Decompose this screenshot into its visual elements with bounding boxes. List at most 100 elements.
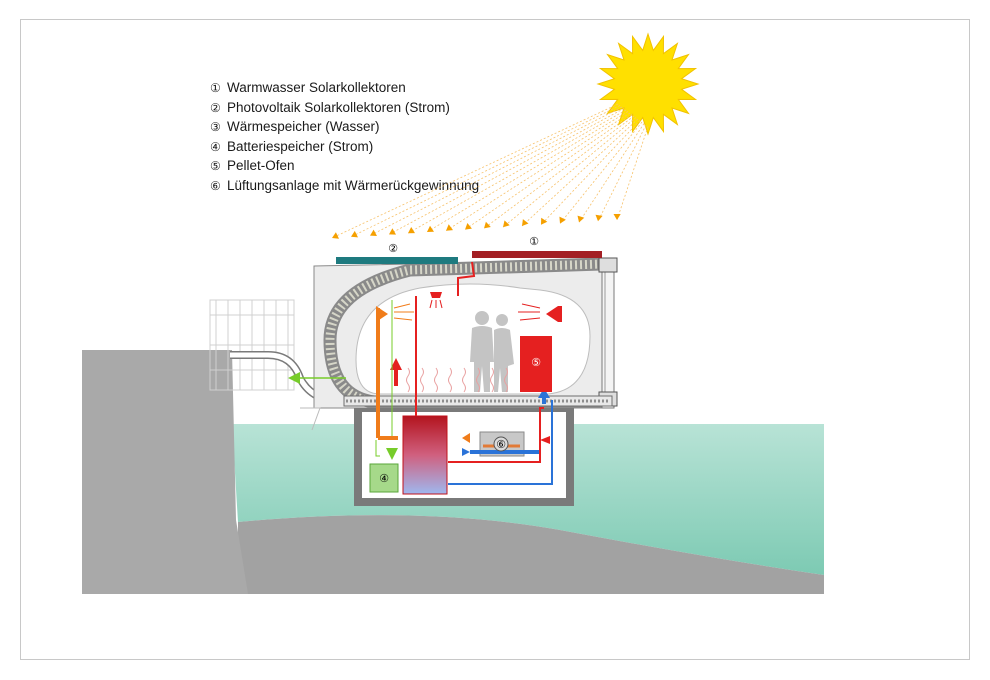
heating-return-pipe <box>448 400 553 485</box>
sunbeam-arrowhead <box>522 219 529 226</box>
sunbeam <box>350 105 621 238</box>
sunbeams <box>331 103 649 239</box>
legend-label: Batteriespeicher (Strom) <box>227 138 374 154</box>
solar-circuit-pipe <box>457 261 476 296</box>
sunbeam <box>502 117 637 228</box>
sunbeam <box>426 111 629 233</box>
heat-storage-tank <box>402 415 448 495</box>
battery-marker: ④ <box>379 472 389 485</box>
warm-air-right-arrows <box>518 303 541 321</box>
sunbeam <box>407 109 627 234</box>
sunbeam <box>521 118 639 227</box>
heating-supply-pipe <box>448 407 544 463</box>
sunbeam <box>540 120 641 226</box>
air-outlet-right-icon <box>546 306 558 322</box>
heat-wave <box>448 367 452 393</box>
legend-marker: ③ <box>210 120 221 134</box>
legend-marker: ④ <box>210 139 221 154</box>
legend-label: Pellet-Ofen <box>227 158 295 173</box>
battery-storage <box>369 463 399 493</box>
sunbeam-arrowhead <box>332 232 339 239</box>
sunbeam-arrowhead <box>408 227 415 234</box>
sunbeam-arrowhead <box>559 216 566 224</box>
sunbeam-arrowhead <box>484 221 491 229</box>
legend-label: Photovoltaik Solarkollektoren (Strom) <box>227 99 450 115</box>
legend-item: ⑤ Pellet-Ofen <box>210 156 479 176</box>
glass-facade <box>601 261 615 409</box>
sunbeam <box>445 112 631 232</box>
photovoltaic-marker: ② <box>388 242 398 255</box>
legend-marker: ① <box>210 81 221 95</box>
sunbeam-arrowhead <box>351 230 358 238</box>
sunbeam-arrowhead <box>613 214 621 220</box>
sun-icon <box>596 32 700 136</box>
legend-marker: ⑤ <box>210 159 221 173</box>
shore-wall <box>82 350 248 594</box>
sunbeam <box>616 126 649 221</box>
air-outlet-left-icon <box>376 306 388 322</box>
people-silhouette <box>470 311 514 392</box>
exhaust-air-arrow <box>462 448 470 456</box>
photovoltaic-panel <box>336 257 458 264</box>
shower-spray <box>429 299 443 309</box>
pellet-stove-marker: ⑤ <box>531 356 541 369</box>
legend-label: Lüftungsanlage mit Wärmerückgewinnung <box>227 177 480 193</box>
sunbeam <box>369 106 623 236</box>
diagram-frame <box>20 19 970 660</box>
legend-marker: ② <box>210 100 221 115</box>
supply-air-arrow <box>462 433 470 443</box>
legend-item: ② Photovoltaik Solarkollektoren (Strom) <box>210 98 479 118</box>
jetty-railing <box>209 299 295 391</box>
ventilation-fan-icon <box>493 436 509 452</box>
sunbeam <box>388 108 625 235</box>
legend-label: Warmwasser Solarkollektoren <box>227 80 406 95</box>
legend-item: ③ Wärmespeicher (Wasser) <box>210 117 479 137</box>
sunbeam-arrowhead <box>577 215 585 223</box>
sunbeam-arrowhead <box>446 224 453 231</box>
house-base-edge <box>300 407 321 431</box>
floor-heating-arrow <box>390 358 402 370</box>
sunbeam-arrowhead <box>503 220 510 228</box>
legend: ① Warmwasser Solarkollektoren ② Photovolta… <box>210 78 479 195</box>
air-outlet-right-bar <box>558 306 562 322</box>
return-air-arrow <box>538 388 550 398</box>
legend-item: ④ Batteriespeicher (Strom) <box>210 137 479 157</box>
exhaust-air-outlet-arrow <box>288 372 300 384</box>
pellet-stove <box>520 336 552 392</box>
heat-wave <box>504 367 508 393</box>
heat-wave <box>476 367 480 393</box>
heat-wave <box>434 367 438 393</box>
battery-feed-arrow <box>386 448 398 460</box>
legend-label: Wärmespeicher (Wasser) <box>227 119 380 134</box>
ventilation-marker: ⑥ <box>496 438 506 451</box>
sunbeam-arrowhead <box>595 214 603 222</box>
battery-cable <box>375 440 380 457</box>
solar-thermal-marker: ① <box>529 235 539 248</box>
sunbeam <box>483 115 635 229</box>
sunbeam <box>578 123 645 223</box>
roof-corner-detail <box>598 257 618 273</box>
warm-air-left-arrows <box>393 303 414 321</box>
sunbeam-arrowhead <box>465 223 472 230</box>
sunbeam <box>559 121 643 224</box>
heat-wave <box>406 367 410 393</box>
legend-marker: ⑥ <box>210 178 221 193</box>
shower-icon <box>430 292 442 298</box>
sunbeam <box>331 103 619 239</box>
legend-item: ① Warmwasser Solarkollektoren <box>210 78 479 98</box>
heat-wave <box>420 367 424 393</box>
sunbeam-arrowhead <box>541 217 548 225</box>
sunbeam-arrowhead <box>389 228 396 235</box>
sunbeam-arrowhead <box>427 225 434 232</box>
heat-wave <box>462 367 466 393</box>
sunbeam <box>464 114 633 230</box>
solar-thermal-panel <box>472 251 602 258</box>
sun-disc <box>616 52 680 116</box>
floor-heating-waves <box>406 367 508 393</box>
shell-wall-insulation <box>325 259 603 407</box>
sunbeam <box>597 124 647 222</box>
lake-bed <box>238 515 824 594</box>
sunbeam-arrowhead <box>370 229 377 236</box>
legend-item: ⑥ Lüftungsanlage mit Wärmerückgewinnung <box>210 176 479 196</box>
